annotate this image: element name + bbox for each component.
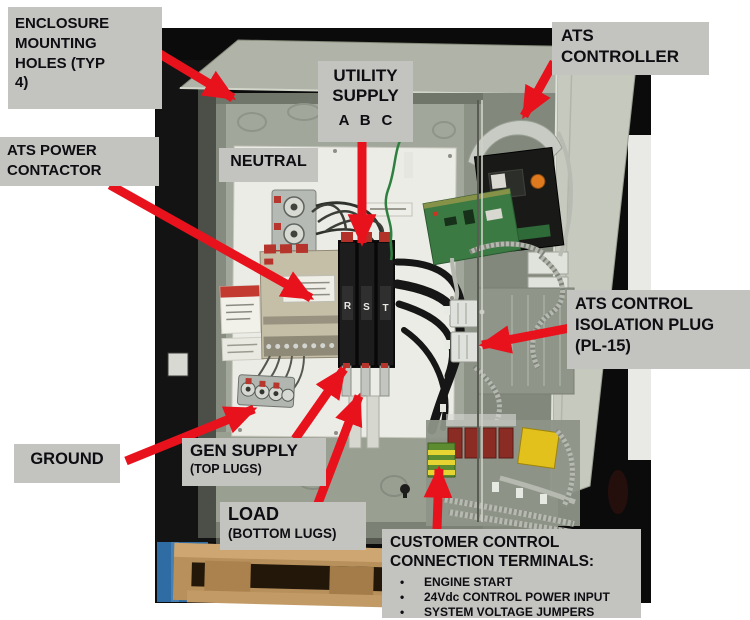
contactor-terminal-screws <box>266 342 335 350</box>
label-line: ATS CONTROL <box>575 295 693 313</box>
customer-connection-terminal-block <box>427 442 456 478</box>
label-line: ISOLATION PLUG <box>575 315 715 334</box>
right-subpanel <box>477 287 575 395</box>
background-blur <box>608 470 628 514</box>
label-line: SUPPLY <box>332 86 399 106</box>
label-gen-supply: GEN SUPPLY (TOP LUGS) <box>182 438 326 486</box>
cabinet-interior <box>216 93 483 438</box>
label-ground: GROUND <box>14 444 120 483</box>
contactor-control-wires <box>249 355 305 399</box>
label-enclosure-mounting-holes: ENCLOSURE MOUNTING HOLES (TYP 4) <box>8 7 162 109</box>
label-line: (PL-15) <box>575 336 631 355</box>
wire-looms <box>448 241 566 448</box>
keyhole <box>400 484 410 494</box>
controller-pcb <box>422 187 522 266</box>
bullet-item: 24Vdc CONTROL POWER INPUT <box>390 590 641 605</box>
label-ats-control-isolation-plug: ATS CONTROL ISOLATION PLUG (PL-15) <box>567 290 750 369</box>
panel-screws <box>235 149 454 435</box>
warning-sticker <box>219 284 265 362</box>
bullet-item: ENGINE START <box>390 575 641 590</box>
label-customer-control-connection-terminals: CUSTOMER CONTROL CONNECTION TERMINALS: E… <box>382 529 641 620</box>
label-subtitle: (BOTTOM LUGS) <box>228 525 337 541</box>
label-line: ATS <box>561 26 594 45</box>
component-back-panel <box>231 145 457 439</box>
neutral-wire <box>315 228 376 243</box>
label-line: MOUNTING <box>15 34 97 52</box>
label-phases-abc: A B C <box>338 111 393 129</box>
label-title: CONNECTION TERMINALS: <box>390 552 595 570</box>
arrow-ats-power-contactor <box>107 181 315 302</box>
knockout-hole <box>287 103 321 121</box>
yellow-connector <box>517 427 560 470</box>
breaker-letter-r: R <box>344 301 352 312</box>
arrow-gen-supply <box>291 366 348 442</box>
label-ats-controller: ATS CONTROLLER <box>552 22 709 75</box>
panel-sticker <box>365 202 413 217</box>
panel-sticker <box>404 152 413 178</box>
utility-breakers: R S T <box>338 232 395 368</box>
label-subtitle: (TOP LUGS) <box>190 461 262 476</box>
customer-terminal-assembly <box>426 414 580 535</box>
side-sticker <box>167 352 189 377</box>
label-line: ENCLOSURE <box>15 15 110 32</box>
label-title: CUSTOMER CONTROL <box>390 534 560 551</box>
knockout-hole <box>237 112 267 132</box>
label-title: LOAD <box>228 504 279 524</box>
cable-ties <box>440 300 461 412</box>
ats-power-contactor <box>259 243 343 360</box>
gen-supply-lugs <box>341 363 390 397</box>
isolation-plug <box>444 299 485 363</box>
controller-dial <box>530 173 546 189</box>
utility-feed-wires <box>311 203 385 233</box>
label-line: ATS POWER <box>7 142 97 159</box>
ground-wire-green <box>384 127 411 261</box>
bullet-item: SYSTEM VOLTAGE JUMPERS <box>390 605 641 620</box>
label-line: HOLES (TYP <box>15 54 106 72</box>
label-line: GROUND <box>30 450 104 468</box>
arrow-ats-controller <box>520 59 558 120</box>
label-neutral: NEUTRAL <box>219 148 318 182</box>
arrow-customer-control <box>423 465 453 530</box>
arrow-isolation-plug <box>478 323 571 354</box>
knockout-hole <box>380 475 408 497</box>
neutral-wire <box>315 201 384 237</box>
open-door <box>550 29 641 501</box>
door-connectors <box>527 251 569 298</box>
label-line: CONTROLLER <box>561 47 680 67</box>
label-ats-power-contactor: ATS POWER CONTACTOR <box>0 137 159 186</box>
breaker-letter-s: S <box>363 302 370 313</box>
neutral-lug-block <box>271 189 317 279</box>
load-lugs-straps <box>348 395 380 449</box>
blue-floor-bin <box>157 506 208 602</box>
label-line: 4) <box>15 74 29 92</box>
breaker-letter-t: T <box>382 303 388 314</box>
flex-conduits <box>437 428 576 535</box>
label-line: NEUTRAL <box>230 153 307 170</box>
label-line: UTILITY <box>333 66 398 85</box>
label-load: LOAD (BOTTOM LUGS) <box>220 502 366 550</box>
power-cable-bundle <box>392 258 466 435</box>
label-line: CONTACTOR <box>7 161 102 179</box>
cabinet-right-wall <box>483 93 558 540</box>
ground-lug-bar <box>236 374 296 408</box>
customer-control-bullet-list: ENGINE START 24Vdc CONTROL POWER INPUT S… <box>390 575 641 620</box>
label-title: GEN SUPPLY <box>190 441 299 460</box>
ats-controller-module <box>422 120 573 266</box>
knockout-hole <box>432 121 456 139</box>
label-utility-supply: UTILITY SUPPLY A B C <box>318 61 413 142</box>
